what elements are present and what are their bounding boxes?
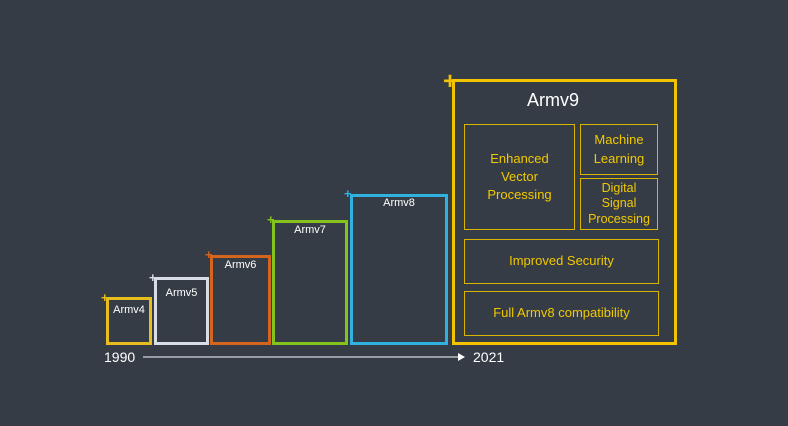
armv5-label: Armv5	[165, 287, 198, 299]
plus-icon: +	[443, 68, 458, 95]
armv8-box: Armv8	[350, 194, 448, 345]
armv9-box	[452, 79, 677, 345]
plus-icon: +	[149, 270, 157, 285]
feature-digital-signal-processing: Digital Signal Processing	[580, 178, 658, 230]
armv5-box: Armv5	[154, 277, 209, 345]
feature-improved-security: Improved Security	[464, 239, 659, 284]
arrow-right-icon	[458, 353, 465, 361]
plus-icon: +	[267, 212, 275, 227]
armv6-label: Armv6	[224, 259, 257, 271]
armv4-box: Armv4	[106, 297, 152, 345]
year-start: 1990	[104, 349, 136, 365]
armv8-label: Armv8	[383, 197, 415, 209]
plus-icon: +	[344, 186, 352, 201]
feature-machine-learning: Machine Learning	[580, 124, 658, 175]
armv7-box: Armv7	[272, 220, 348, 345]
plus-icon: +	[205, 247, 213, 262]
year-end: 2021	[473, 349, 505, 365]
armv4-label: Armv4	[113, 304, 145, 316]
armv9-title: Armv9	[527, 90, 580, 110]
feature-vector-processing: Enhanced Vector Processing	[464, 124, 575, 230]
feature-armv8-compatibility: Full Armv8 compatibility	[464, 291, 659, 336]
armv6-box: Armv6	[210, 255, 271, 345]
armv7-label: Armv7	[294, 224, 326, 236]
plus-icon: +	[101, 290, 109, 305]
